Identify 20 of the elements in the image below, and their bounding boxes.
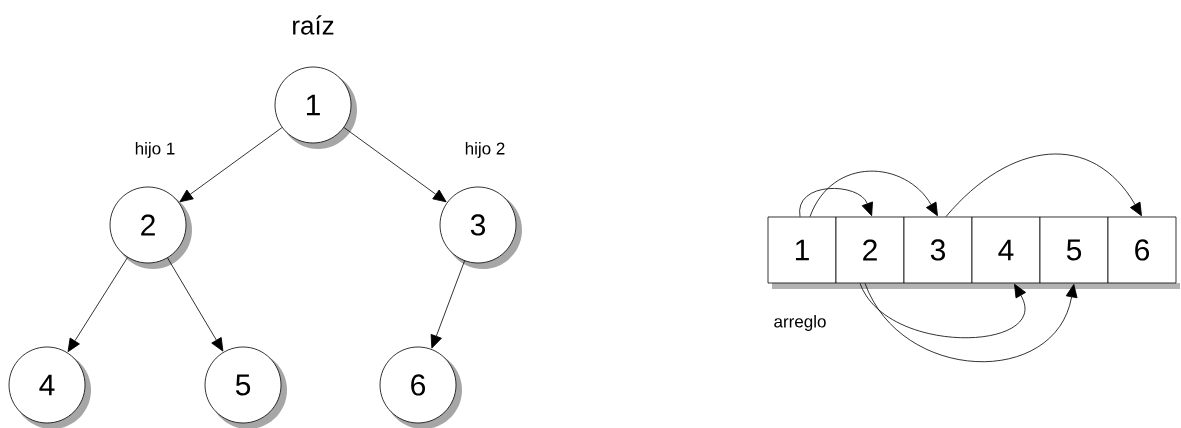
array-cell: 1 bbox=[767, 216, 840, 289]
arrow bbox=[179, 127, 283, 203]
arrow bbox=[167, 257, 224, 352]
node-caption: hijo 2 bbox=[465, 142, 505, 158]
array-cell: 3 bbox=[903, 216, 976, 289]
arrow bbox=[430, 260, 465, 349]
array-label: arreglo bbox=[774, 315, 826, 331]
arrow bbox=[799, 188, 873, 217]
arrow bbox=[809, 170, 938, 217]
array-cell: 2 bbox=[835, 216, 908, 289]
array-cell: 6 bbox=[1107, 216, 1180, 289]
arrow bbox=[945, 153, 1142, 217]
arrow bbox=[343, 127, 447, 203]
array-cell: 5 bbox=[1039, 216, 1112, 289]
node-caption: raíz bbox=[293, 15, 334, 35]
arrow bbox=[859, 283, 1026, 339]
array-cell: 4 bbox=[971, 216, 1044, 289]
arrow bbox=[67, 257, 128, 353]
arrow bbox=[864, 283, 1078, 362]
node-caption: hijo 1 bbox=[135, 142, 175, 158]
